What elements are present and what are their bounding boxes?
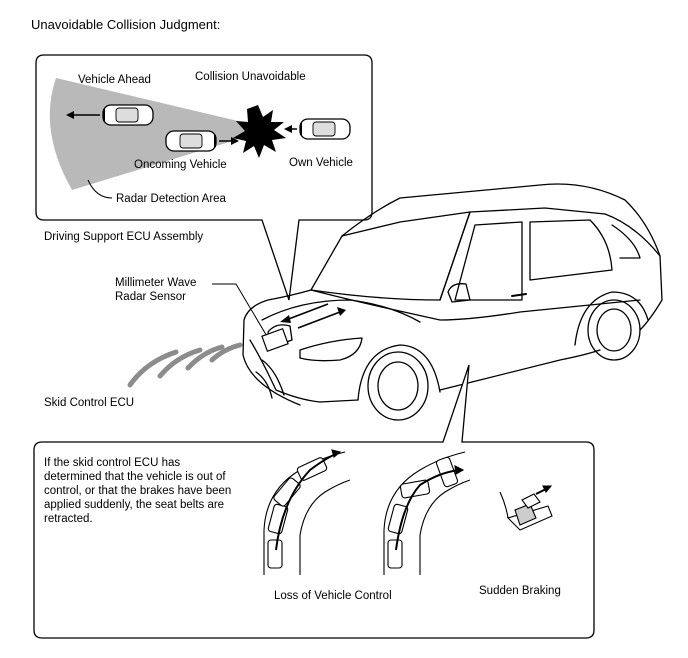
vehicle-ahead-car xyxy=(102,104,154,126)
page-title: Unavoidable Collision Judgment: xyxy=(31,17,221,32)
seatbelt-description: If the skid control ECU has determined t… xyxy=(44,457,232,525)
signal-arrows-icon xyxy=(280,303,346,329)
sensor-leader xyxy=(212,283,269,339)
loss-of-control-scene-1 xyxy=(263,449,351,575)
sudden-braking-label: Sudden Braking xyxy=(479,585,561,597)
oncoming-vehicle-label: Oncoming Vehicle xyxy=(134,159,227,171)
radar-detection-area-label: Radar Detection Area xyxy=(116,193,226,205)
radar-wave-icon xyxy=(127,342,243,388)
top-callout xyxy=(35,54,373,301)
skid-control-ecu-label: Skid Control ECU xyxy=(44,397,135,409)
oncoming-vehicle-car xyxy=(165,130,217,152)
vehicle-ahead-label: Vehicle Ahead xyxy=(78,74,151,86)
car-illustration xyxy=(242,183,663,421)
radar-sensor-icon xyxy=(261,327,289,353)
loss-of-control-label: Loss of Vehicle Control xyxy=(274,590,392,602)
own-vehicle-car xyxy=(299,118,351,140)
collision-burst-icon xyxy=(233,105,286,158)
own-vehicle-label: Own Vehicle xyxy=(289,157,353,169)
millimeter-wave-label-line2: Radar Sensor xyxy=(115,291,186,303)
loss-of-control-scene-2 xyxy=(383,451,471,575)
millimeter-wave-label-line1: Millimeter Wave xyxy=(115,277,197,289)
bottom-callout xyxy=(33,364,595,639)
radar-detection-fan xyxy=(49,78,273,190)
radar-area-leader xyxy=(87,179,113,199)
brake-pedal-icon xyxy=(499,485,553,531)
collision-unavoidable-label: Collision Unavoidable xyxy=(195,71,306,83)
driving-support-ecu-label: Driving Support ECU Assembly xyxy=(44,231,204,243)
